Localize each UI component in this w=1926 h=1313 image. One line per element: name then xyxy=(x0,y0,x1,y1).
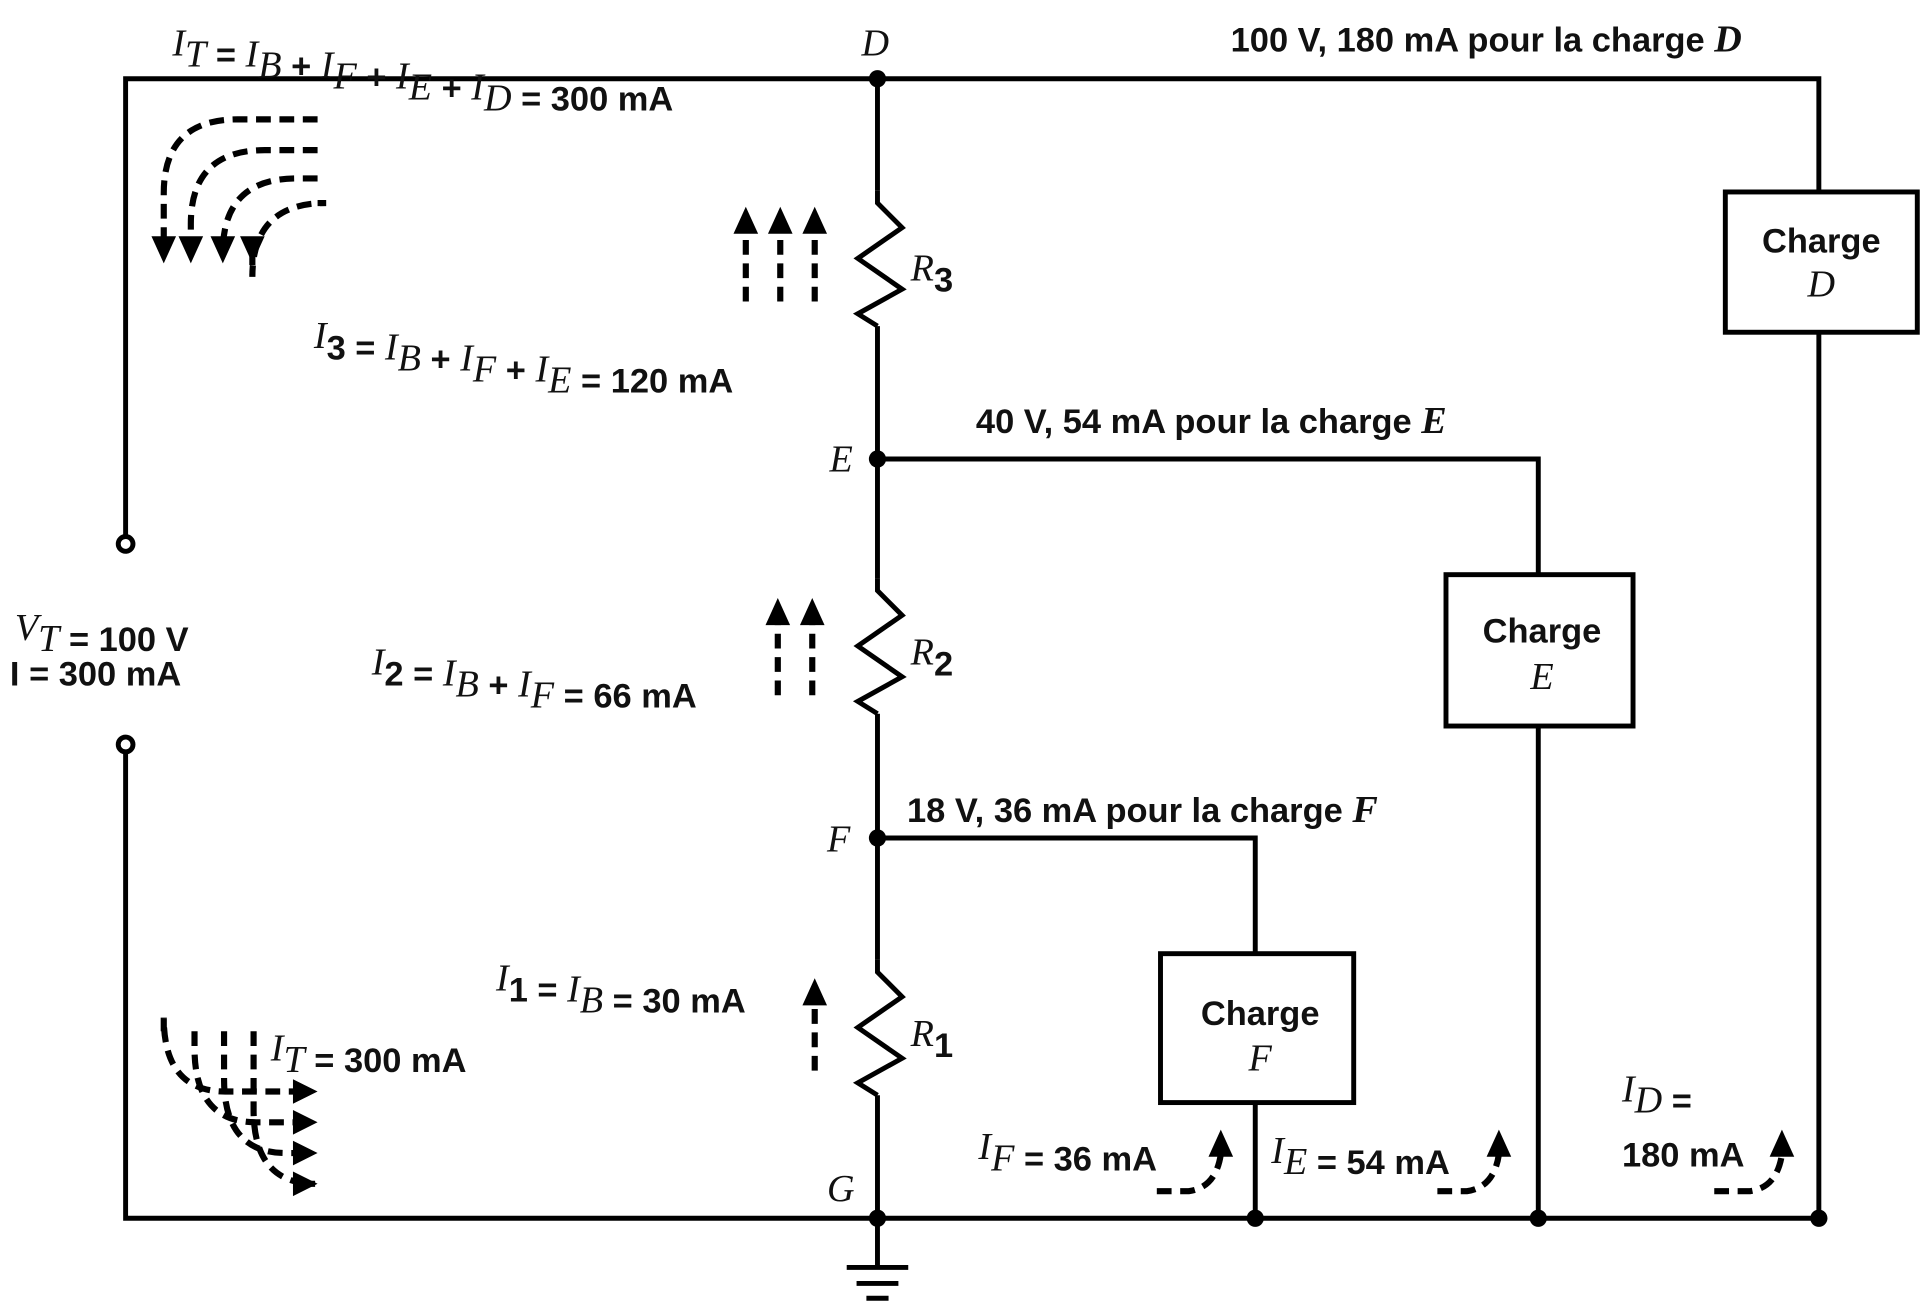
resistor-r3 xyxy=(852,190,907,329)
current-flow-dash xyxy=(160,116,318,240)
current-flow-dash xyxy=(191,1031,296,1126)
node-f-label: F xyxy=(826,819,851,861)
load-d-letter: D xyxy=(1807,264,1836,306)
arrow-up-icon xyxy=(802,978,828,1006)
i3-equation: I3 = IB + IF + IE = 120 mA xyxy=(313,315,733,401)
arrow-up-icon xyxy=(802,206,828,234)
current-flow-dash xyxy=(187,147,318,240)
total-current-equation: IT = IB + IF + IE + ID = 300 mA xyxy=(171,22,673,119)
load-f-title: Charge xyxy=(1201,995,1320,1033)
resistor-r1 xyxy=(852,959,907,1098)
top-wire xyxy=(123,76,1822,542)
ground-symbol xyxy=(846,1265,909,1301)
total-current-bottom: IT = 300 mA xyxy=(270,1028,467,1081)
current-flow-dash xyxy=(249,199,327,277)
arrow-right-icon xyxy=(292,1140,318,1166)
arrow-down-icon xyxy=(178,236,204,264)
resistor-r2 xyxy=(852,578,907,716)
r2-label: R2 xyxy=(910,631,953,683)
node-e-label: E xyxy=(828,438,852,480)
id-current-line2: 180 mA xyxy=(1622,1137,1745,1175)
source-voltage: VT = 100 V xyxy=(15,607,189,660)
load-f-letter: F xyxy=(1248,1038,1273,1080)
tap-e-wire xyxy=(877,456,1541,575)
source-terminal-positive xyxy=(115,534,136,554)
ie-current: IE = 54 mA xyxy=(1270,1130,1450,1183)
load-e-box: Charge E xyxy=(1443,572,1636,729)
arrow-up-icon xyxy=(1769,1129,1795,1157)
load-d-spec: 100 V, 180 mA pour la charge D xyxy=(1231,19,1742,61)
arrow-right-icon xyxy=(292,1079,318,1104)
arrow-down-icon xyxy=(210,236,236,264)
current-flow-dash xyxy=(160,1017,296,1095)
load-d-box: Charge D xyxy=(1722,189,1920,335)
arrow-down-icon xyxy=(151,236,177,264)
current-flow-dash xyxy=(220,1031,296,1157)
current-flow-dash xyxy=(219,175,318,253)
branch-current-dash xyxy=(1156,1153,1224,1195)
branch-current-dash xyxy=(1437,1153,1502,1195)
r1-label: R1 xyxy=(910,1013,953,1065)
arrow-up-icon xyxy=(767,206,793,234)
load-d-title: Charge xyxy=(1762,222,1881,260)
node-g-label: G xyxy=(827,1168,855,1210)
load-f-spec: 18 V, 36 mA pour la charge F xyxy=(907,789,1378,831)
branch-current-dash xyxy=(1714,1153,1785,1195)
junction-dots xyxy=(868,70,1828,1227)
arrow-up-icon xyxy=(1208,1129,1234,1157)
r3-label: R3 xyxy=(910,248,953,300)
current-flow-arrows xyxy=(151,116,1795,1197)
source-current: I = 300 mA xyxy=(10,655,181,693)
arrow-right-icon xyxy=(292,1109,318,1135)
id-current-line1: ID = xyxy=(1621,1068,1692,1121)
i1-equation: I1 = IB = 30 mA xyxy=(495,958,746,1022)
source-terminal-negative xyxy=(115,734,136,755)
node-d-label: D xyxy=(860,22,889,64)
i2-equation: I2 = IB + IF = 66 mA xyxy=(371,641,697,716)
load-e-letter: E xyxy=(1529,656,1553,698)
arrow-down-icon xyxy=(240,236,265,264)
arrow-up-icon xyxy=(733,206,759,234)
tap-f-wire xyxy=(877,835,1258,954)
load-f-box: Charge F xyxy=(1158,951,1357,1106)
arrow-right-icon xyxy=(292,1171,318,1197)
arrow-up-icon xyxy=(1486,1129,1512,1157)
arrow-up-icon xyxy=(765,598,791,626)
load-e-title: Charge xyxy=(1483,612,1602,650)
load-e-spec: 40 V, 54 mA pour la charge E xyxy=(976,400,1447,442)
if-current: IF = 36 mA xyxy=(977,1126,1157,1179)
arrow-up-icon xyxy=(799,598,825,626)
